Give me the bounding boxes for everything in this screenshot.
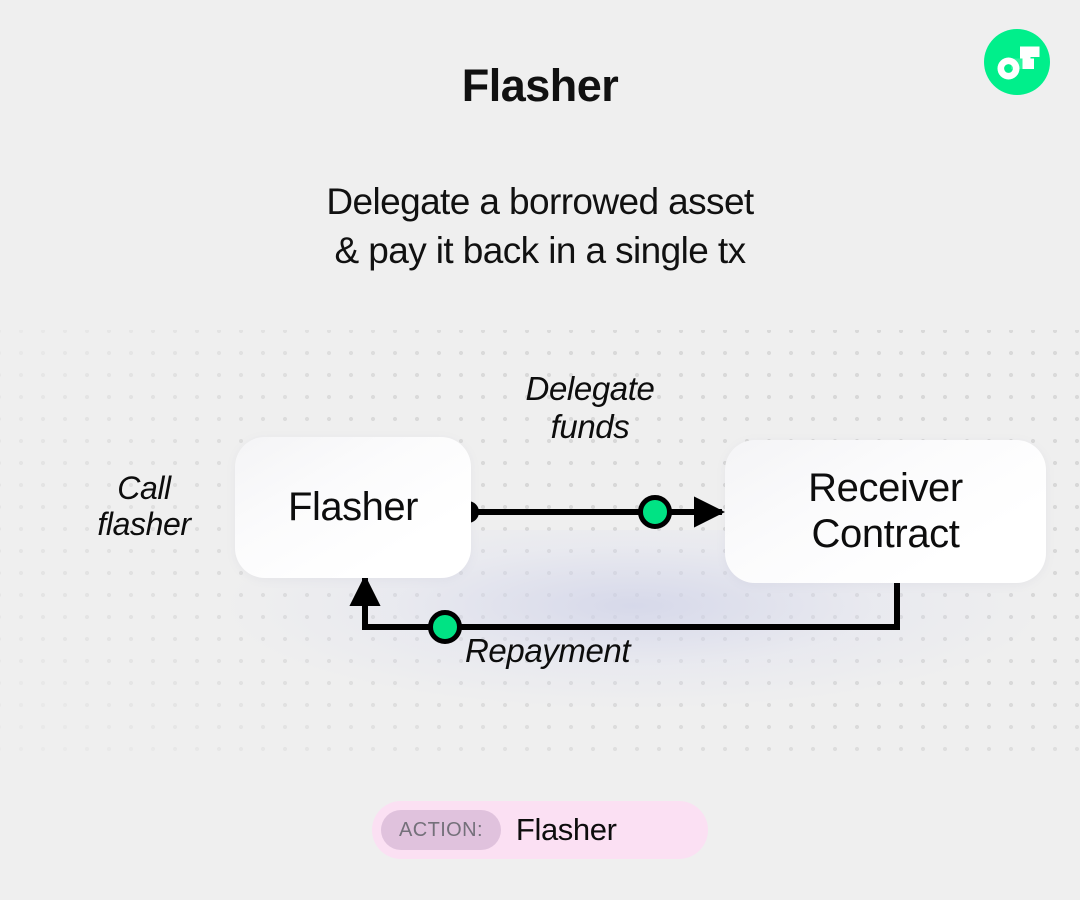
node-receiver-contract-label: Receiver Contract [808,465,963,556]
flow-diagram: Flasher Receiver Contract Call flasher D… [0,330,1080,760]
flow-logo-icon [984,29,1050,95]
edge-label-delegate-funds: Delegate funds [525,370,655,445]
node-receiver-contract[interactable]: Receiver Contract [725,440,1046,583]
subtitle-line-2: & pay it back in a single tx [334,229,747,271]
flow-logo [984,29,1050,95]
page-subtitle: Delegate a borrowed asset & pay it back … [0,178,1080,276]
edge-label-call-flasher: Call flasher [97,470,191,543]
edge-label-repayment: Repayment [465,632,631,669]
page-title: Flasher [461,60,619,111]
edge-node-green-repayment [428,610,462,644]
node-flasher-label: Flasher [288,485,418,530]
subtitle-line-1: Delegate a borrowed asset [326,181,754,222]
action-value: Flasher [515,812,617,847]
action-chip-label: ACTION: [381,810,501,850]
node-flasher[interactable]: Flasher [235,437,471,578]
edge-node-green-delegate [638,495,672,529]
edge-delegate-funds [457,495,726,529]
action-badge[interactable]: ACTION: Flasher [372,801,708,859]
